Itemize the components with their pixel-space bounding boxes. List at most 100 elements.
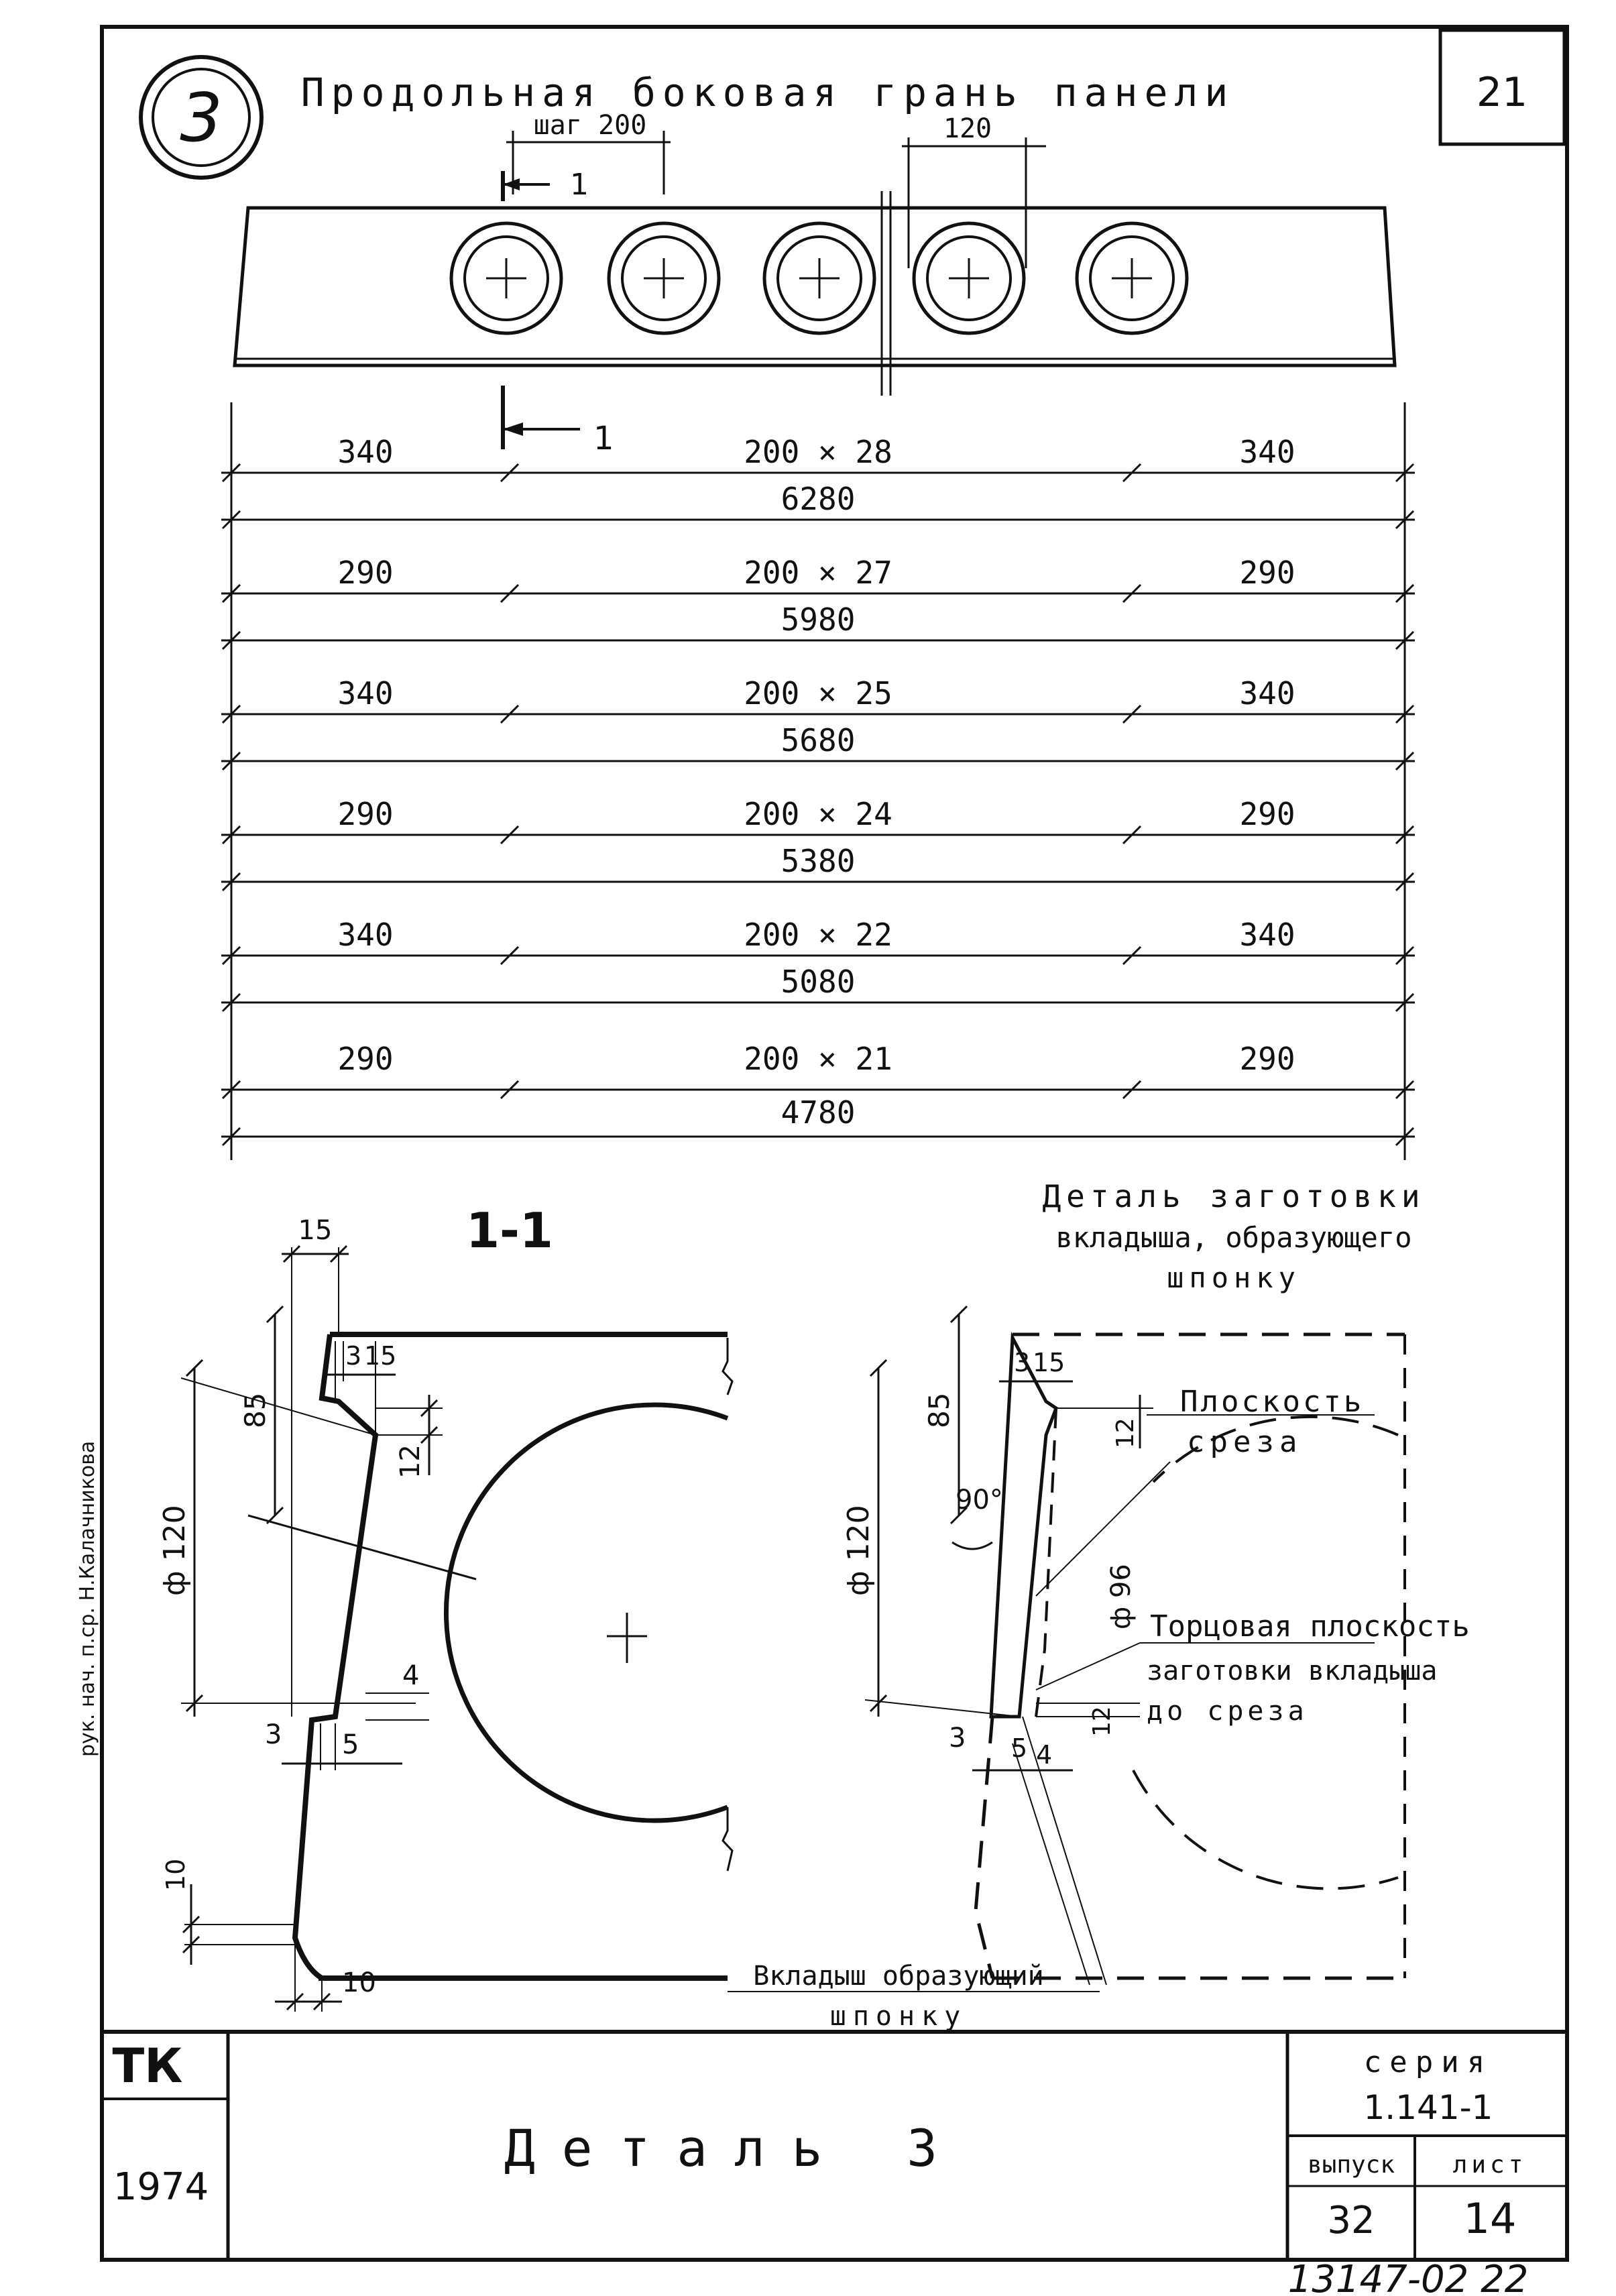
section-mark-lower-label: 1 [593,420,614,457]
hole-2 [607,221,721,335]
dim-row-2-mid: 200 × 27 [744,555,892,591]
section-dim-15: 15 [298,1215,333,1246]
issue-label: выпуск [1308,2151,1395,2179]
dim-row-3-total: 5680 [781,722,856,758]
series-label: серия [1364,2045,1493,2079]
section-dim-3-top: 3 [345,1341,361,1371]
title-block: ТК 1974 Деталь 3 серия 1.141-1 выпуск 32… [102,2032,1567,2260]
dim-row-6-right: 290 [1239,1041,1295,1077]
pitch-label: шаг 200 [534,110,647,141]
section-dim-85: 85 [239,1393,272,1428]
sheet-value: 14 [1464,2194,1517,2243]
cut-plane-label-2: среза [1187,1425,1302,1459]
end-plane-label-1: Торцовая плоскость [1150,1609,1470,1644]
detail-number: 3 [180,78,223,157]
series-value: 1.141-1 [1364,2088,1493,2127]
detail-number-inner-circle [152,68,251,167]
dimension-row-6: 290 200 × 21 290 4780 [221,1041,1415,1147]
dim-row-2-total: 5980 [781,601,856,638]
dim-row-2-right: 290 [1239,555,1295,591]
section-mark-lower-arrowhead [503,422,523,436]
section-break-top [722,1338,734,1395]
section-dim-10-bottom: 10 [342,1967,376,1998]
dimension-row-5: 340 200 × 22 340 5080 [221,917,1415,1013]
dim-row-6-left: 290 [337,1041,393,1077]
detail-dim-4: 4 [1036,1740,1052,1770]
bottom-number: 13147-02 22 [1288,2258,1529,2296]
cut-plane-label-1: Плоскость [1180,1385,1364,1419]
dim-row-5-right: 340 [1239,917,1295,953]
section-mark-upper-arrowhead [503,178,520,190]
panel-holes [449,221,1189,335]
sheet-number: 21 [1477,69,1527,116]
end-plane-label-2: заготовки вкладыша [1147,1656,1437,1686]
dim-row-5-total: 5080 [781,964,856,1000]
insert-label-2: шпонку [830,2001,968,2032]
section-dim-phi-120: ф 120 [158,1505,192,1596]
sheet-label: лист [1453,2151,1527,2179]
detail-title-line-3: шпонку [1167,1261,1301,1294]
detail-title-line-1: Деталь заготовки [1042,1178,1425,1214]
dim-row-3-left: 340 [337,675,393,711]
section-dim-10-left: 10 [161,1859,190,1891]
title-block-title: Деталь 3 [504,2118,964,2178]
detail-number-outer-circle [139,55,264,180]
section-dim-12: 12 [395,1444,426,1479]
hole-5 [1075,221,1189,335]
detail-dim-phi-96: ф 96 [1106,1564,1137,1629]
section-1-1-drawing: 15 3 15 85 12 ф 120 4 3 5 [158,1215,734,2012]
dimension-row-1: 340 200 × 28 340 6280 [221,434,1415,530]
dim-row-6-mid: 200 × 21 [744,1041,892,1077]
dimension-row-4: 290 200 × 24 290 5380 [221,796,1415,892]
section-mark-upper-label: 1 [570,168,589,202]
hole-4 [912,221,1026,335]
dim-row-4-total: 5380 [781,843,856,879]
hole-1 [449,221,563,335]
sheet-frame [100,25,1569,2262]
dim-row-4-right: 290 [1239,796,1295,832]
sheet-number-box [1438,28,1566,146]
title-block-year: 1974 [113,2165,209,2209]
panel-side-face [233,206,1397,367]
detail-dim-12-top: 12 [1112,1418,1139,1448]
detail-angle-arc [951,1541,993,1550]
dim-row-5-left: 340 [337,917,393,953]
section-dim-5: 5 [342,1729,359,1760]
insert-label-1: Вкладыш образующий [753,1961,1043,1992]
insert-leader-b [1022,1716,1107,1986]
detail-title-line-2: вкладыша, образующего [1055,1221,1411,1254]
title-block-org: ТК [113,2039,183,2093]
detail-dim-85: 85 [923,1393,956,1428]
detail-dim-15-top: 15 [1033,1348,1065,1377]
section-dim-4: 4 [402,1660,419,1691]
cut-plane-leader [1035,1461,1171,1597]
section-title: 1-1 [466,1202,553,1259]
section-hole-arc [443,1402,729,1823]
dim-row-1-left: 340 [337,434,393,470]
section-key-profile [292,1334,379,1981]
dim-row-1-total: 6280 [781,481,856,517]
hole-3 [762,221,876,335]
dim-row-5-mid: 200 × 22 [744,917,892,953]
detail-hole-arc-top [1152,1415,1399,1483]
dim-row-1-mid: 200 × 28 [744,434,892,470]
detail-cut-line [1035,1408,1057,1717]
detail-hole-arc-bottom [1132,1770,1399,1890]
dimension-row-3: 340 200 × 25 340 5680 [221,675,1415,771]
dimension-chain-rows: 340 200 × 28 340 6280 290 200 × 27 290 5… [221,434,1415,1147]
detail-dim-3-bottom: 3 [949,1723,966,1754]
detail-lower-profile [974,1716,994,1979]
vertical-signature: рук. нач. п.ср. Н.Калачникова [76,1441,99,1757]
section-break-bottom [722,1807,734,1872]
section-dim-15-top: 15 [364,1341,396,1371]
end-plane-leader [1035,1642,1141,1690]
detail-insert-hatched [989,1331,1059,1719]
section-dim-3-bottom: 3 [265,1719,282,1750]
insert-leader-a [1012,1743,1090,1986]
detail-dim-phi-120: ф 120 [842,1505,876,1596]
hole-label: 120 [943,113,992,144]
insert-detail-drawing: 3 15 85 12 90° ф 120 ф 96 12 3 5 4 [842,1305,1406,1986]
dim-row-1-right: 340 [1239,434,1295,470]
dim-row-4-mid: 200 × 24 [744,796,892,832]
